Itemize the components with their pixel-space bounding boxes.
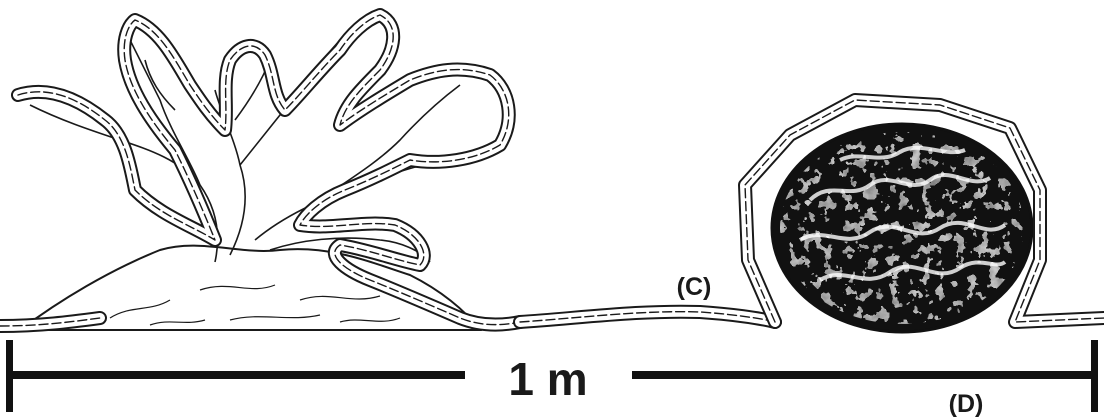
ground-chain: [520, 312, 775, 322]
brain-coral-icon: [772, 124, 1032, 332]
label-d: (D): [949, 390, 984, 418]
scale-bar: 1 m: [6, 340, 1098, 412]
label-c: (C): [677, 273, 712, 301]
scale-bar-right-line: [632, 371, 1094, 379]
scale-label: 1 m: [508, 353, 587, 405]
scale-bar-left-line: [10, 371, 465, 379]
branching-coral-icon: [0, 15, 520, 330]
